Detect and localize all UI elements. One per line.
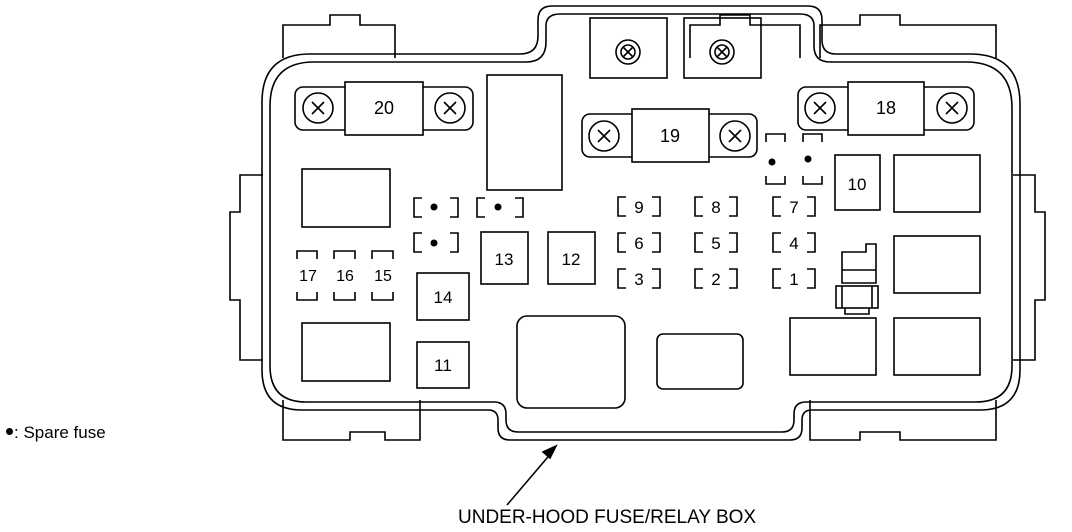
fuse-label-19: 19: [660, 126, 680, 146]
relay-block: [486, 74, 563, 191]
fuse-12: [547, 231, 596, 285]
fuse-label-4: 4: [789, 234, 798, 253]
fuse-11: [416, 341, 470, 389]
fuse-label-16: 16: [336, 268, 354, 285]
fuse-label-5: 5: [711, 234, 720, 253]
mini-fuses: 9 8 7 6 5 4 3 2 1: [617, 196, 816, 289]
fuse-label-10: 10: [848, 175, 867, 194]
fuse-label-11: 11: [434, 356, 452, 375]
fuse-label-14: 14: [434, 288, 453, 307]
fuse-label-8: 8: [711, 198, 720, 217]
legend-label: : Spare fuse: [14, 423, 106, 442]
relays: [301, 154, 981, 409]
fuse-label-15: 15: [374, 268, 392, 285]
spare-dot: [768, 158, 776, 166]
fuse-label-7: 7: [789, 198, 798, 217]
fuse-label-1: 1: [789, 270, 798, 289]
diode-connector: [835, 243, 879, 315]
housing-tabs: [229, 14, 1046, 441]
caption-arrow: [506, 444, 558, 506]
fuse-13: [480, 231, 529, 285]
housing-outline: [261, 5, 1021, 441]
fuse-label-13: 13: [495, 250, 514, 269]
spare-fuse-legend: : Spare fuse: [6, 423, 106, 443]
spare-dot: [430, 203, 438, 211]
top-relay-sockets: [589, 17, 762, 79]
fuse-20: 20: [294, 81, 474, 136]
vertical-mini-fuses: 17 16 15: [296, 250, 394, 301]
spare-dot: [494, 203, 502, 211]
fuse-label-6: 6: [634, 234, 643, 253]
spare-fuses: [413, 133, 823, 253]
spare-dot-icon: [6, 428, 13, 435]
housing-inner-outline: [269, 13, 1013, 433]
fuse-label-17: 17: [299, 268, 317, 285]
fuse-18: 18: [797, 81, 975, 136]
square-fuses: 10 13 12 14 11: [416, 154, 881, 389]
diagram-caption: UNDER-HOOD FUSE/RELAY BOX: [458, 507, 757, 528]
fuse-label-20: 20: [374, 98, 394, 118]
fuse-19: 19: [581, 108, 758, 163]
spare-dot: [430, 239, 438, 247]
fuse-14: [416, 272, 470, 321]
fuse-10: [834, 154, 881, 211]
fuse-label-18: 18: [876, 98, 896, 118]
spare-dot: [804, 155, 812, 163]
fuse-label-12: 12: [562, 250, 581, 269]
fuse-label-2: 2: [711, 270, 720, 289]
fuse-label-3: 3: [634, 270, 643, 289]
fuse-label-9: 9: [634, 198, 643, 217]
